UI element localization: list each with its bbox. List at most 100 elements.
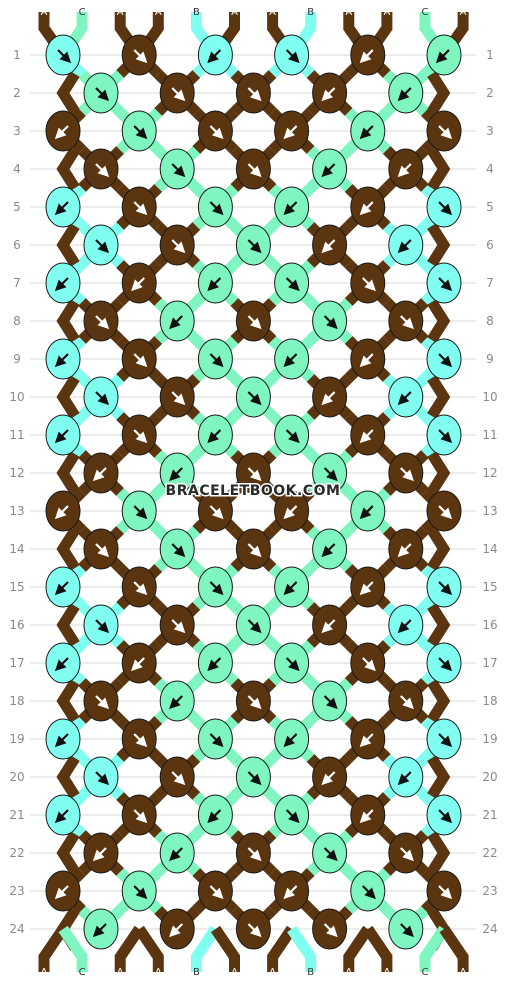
arrow-down-left-icon	[54, 581, 69, 596]
row-number-left: 4	[13, 162, 21, 176]
knot	[121, 566, 157, 608]
arrow-down-left-icon	[321, 619, 336, 634]
knot	[388, 376, 424, 418]
knot	[312, 604, 348, 646]
knot	[197, 34, 233, 76]
strand-bottom	[363, 925, 393, 972]
arrow-down-left-icon	[207, 429, 222, 444]
knot	[274, 794, 310, 836]
knot-grid	[45, 34, 462, 950]
arrow-down-right-icon	[209, 125, 224, 140]
arrow-down-right-icon	[171, 771, 186, 786]
strand-label-top: A	[231, 7, 238, 18]
arrow-down-left-icon	[54, 885, 69, 900]
arrow-down-left-icon	[283, 885, 298, 900]
edge-thread-right	[427, 299, 451, 343]
arrow-down-left-icon	[283, 505, 298, 520]
edge-thread-right	[427, 451, 451, 495]
arrow-down-right-icon	[171, 163, 186, 178]
row-number-left: 7	[13, 276, 21, 290]
arrow-down-right-icon	[95, 695, 110, 710]
arrow-down-right-icon	[400, 847, 414, 862]
arrow-down-right-icon	[400, 923, 414, 938]
arrow-down-right-icon	[133, 581, 148, 596]
knot	[274, 262, 310, 304]
arrow-down-left-icon	[92, 847, 107, 862]
knot	[235, 680, 271, 722]
knot	[45, 566, 81, 608]
strand-label-top: A	[269, 7, 276, 18]
row-number-right: 20	[482, 770, 497, 784]
watermark: BRACELETBOOK.COM	[166, 483, 341, 499]
knot	[235, 908, 271, 950]
edge-thread-right	[427, 603, 451, 647]
knot	[426, 338, 462, 380]
knot	[312, 300, 348, 342]
knot	[121, 414, 157, 456]
arrow-down-right-icon	[209, 885, 224, 900]
strand-label-top: A	[345, 7, 352, 18]
arrow-down-left-icon	[169, 695, 183, 710]
arrow-down-right-icon	[323, 847, 338, 862]
knot	[235, 832, 271, 874]
arrow-down-left-icon	[169, 315, 183, 330]
strand-bottom	[58, 925, 88, 972]
strand-label-top: A	[117, 7, 124, 18]
arrow-down-right-icon	[247, 391, 262, 406]
row-number-left: 9	[13, 352, 21, 366]
knot	[197, 642, 233, 684]
arrow-down-right-icon	[171, 391, 186, 406]
arrow-down-left-icon	[321, 771, 336, 786]
row-number-left: 11	[9, 428, 24, 442]
row-number-right: 15	[482, 580, 497, 594]
row-number-left: 10	[9, 390, 24, 404]
arrow-down-right-icon	[247, 315, 262, 330]
strand-label-top: A	[41, 7, 48, 18]
knot	[235, 72, 271, 114]
arrow-down-right-icon	[323, 467, 338, 482]
row-number-left: 17	[9, 656, 24, 670]
row-number-left: 3	[13, 124, 21, 138]
row-number-right: 18	[482, 694, 497, 708]
arrow-down-left-icon	[131, 277, 145, 292]
arrow-down-right-icon	[285, 657, 300, 672]
arrow-down-left-icon	[283, 353, 298, 368]
arrow-down-left-icon	[359, 353, 374, 368]
edge-thread-left	[56, 603, 80, 647]
knot	[197, 870, 233, 912]
knot	[388, 756, 424, 798]
arrow-down-left-icon	[54, 125, 69, 140]
knot	[235, 756, 271, 798]
arrow-down-left-icon	[359, 809, 374, 824]
arrow-down-left-icon	[169, 847, 183, 862]
arrow-down-left-icon	[321, 391, 336, 406]
arrow-down-right-icon	[323, 695, 338, 710]
knot	[274, 414, 310, 456]
arrow-down-left-icon	[321, 543, 336, 558]
arrow-down-right-icon	[171, 619, 186, 634]
row-number-left: 23	[9, 884, 24, 898]
row-number-right: 8	[486, 314, 494, 328]
knot	[350, 110, 386, 152]
knot	[159, 604, 195, 646]
arrow-down-left-icon	[435, 49, 450, 64]
row-number-left: 16	[9, 618, 24, 632]
arrow-down-left-icon	[397, 543, 412, 558]
arrow-down-right-icon	[438, 353, 453, 368]
knot	[426, 794, 462, 836]
strand-label-bottom: B	[193, 967, 200, 978]
knot	[350, 718, 386, 760]
arrow-down-right-icon	[323, 923, 338, 938]
arrow-down-right-icon	[133, 201, 148, 216]
arrow-down-left-icon	[131, 657, 145, 672]
knot	[45, 642, 81, 684]
arrow-down-left-icon	[283, 201, 298, 216]
row-number-right: 1	[486, 48, 494, 62]
arrow-down-right-icon	[438, 429, 453, 444]
knot	[274, 186, 310, 228]
knot	[274, 490, 310, 532]
arrow-down-left-icon	[397, 163, 412, 178]
